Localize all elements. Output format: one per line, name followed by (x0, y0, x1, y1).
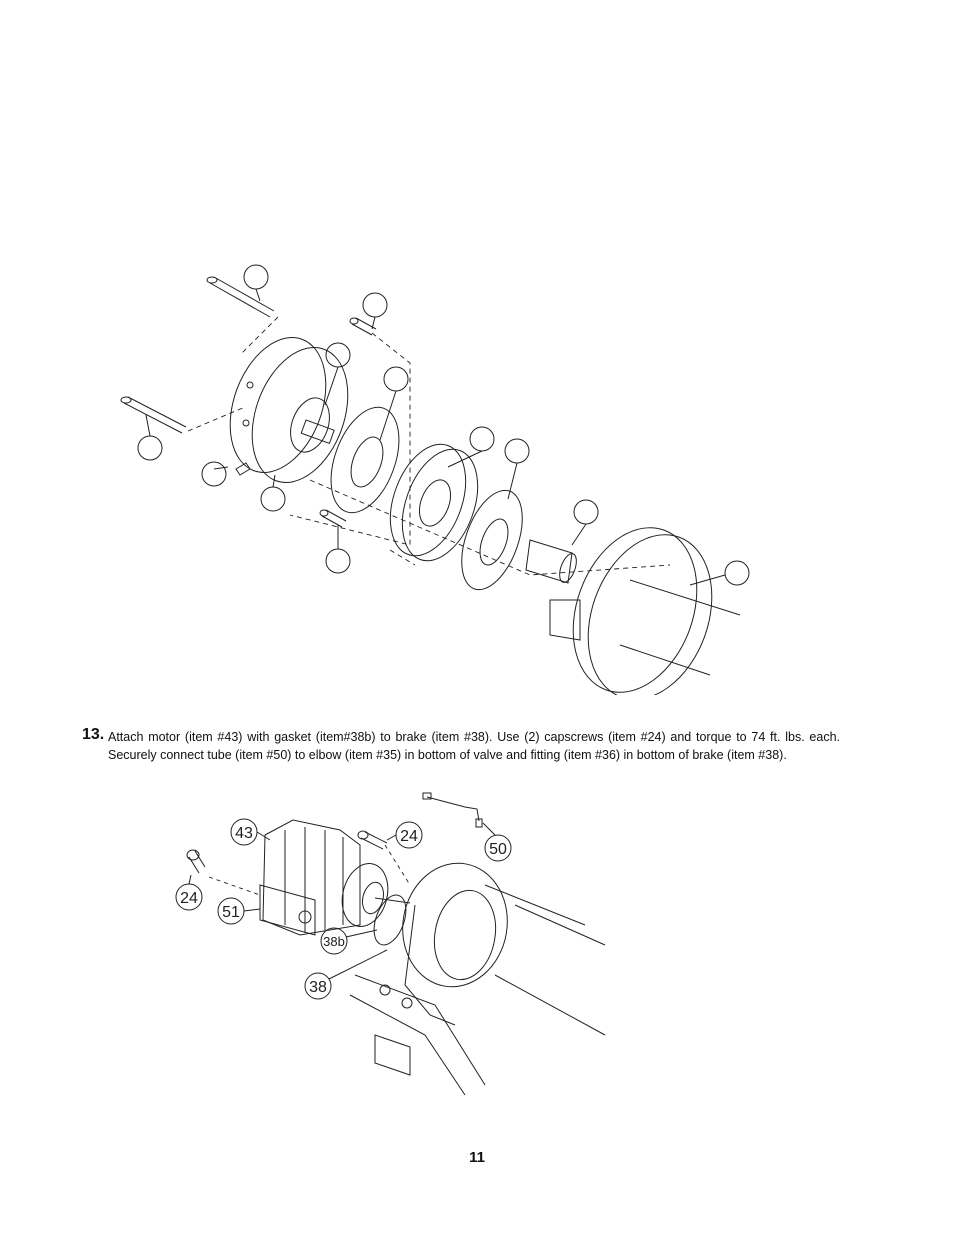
callout-43: 43 (235, 825, 253, 842)
coupler (526, 540, 580, 584)
short-screw-top (350, 318, 376, 335)
step-instruction: Attach motor (item #43) with gasket (ite… (108, 728, 840, 764)
long-bolt-top (207, 277, 274, 317)
callout-24-top: 24 (400, 828, 418, 845)
assembly-step: 13. Attach motor (item #43) with gasket … (82, 728, 840, 764)
long-bolt-left (121, 397, 186, 433)
gasket-2 (450, 482, 534, 598)
winch-drum (550, 510, 740, 695)
mount-51 (260, 885, 315, 935)
callout-38b: 38b (323, 934, 345, 949)
callout-24-left: 24 (180, 890, 198, 907)
capscrew-left (187, 850, 205, 873)
short-screw-bottom (320, 510, 346, 527)
capscrew-top (358, 831, 387, 849)
motor-assembly-diagram: 43 24 50 24 51 38b 38 (165, 785, 615, 1105)
step-number: 13. (82, 726, 104, 744)
callout-50: 50 (489, 841, 507, 858)
exploded-view-diagram (110, 255, 770, 695)
gasket-1 (318, 398, 412, 522)
callout-51: 51 (222, 904, 240, 921)
tube-50 (423, 793, 482, 827)
fitting (236, 463, 250, 475)
brake-housing (213, 324, 366, 496)
hydraulic-motor (263, 820, 410, 935)
page-number: 11 (0, 1149, 954, 1166)
callout-38: 38 (309, 979, 327, 996)
